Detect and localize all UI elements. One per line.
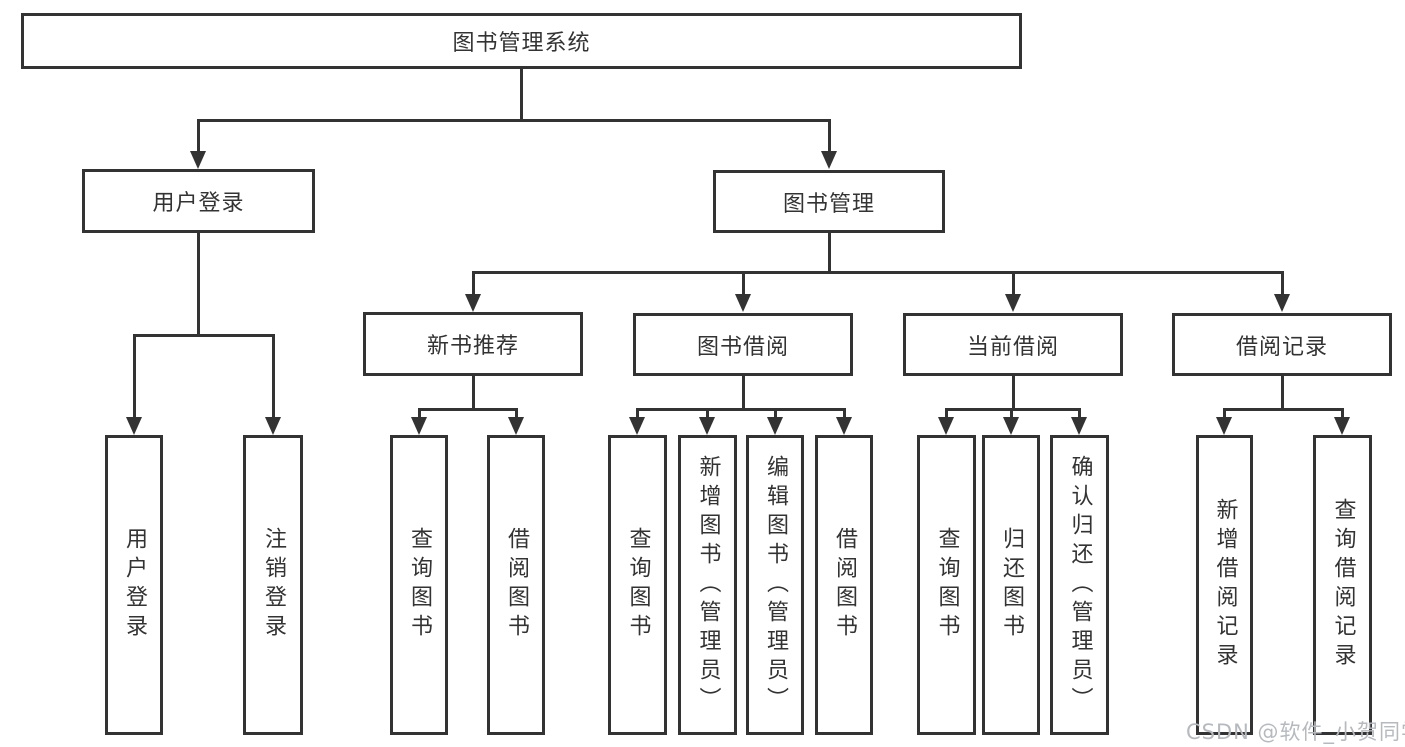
csdn-watermark: CSDN @软件_小贺同学 <box>1186 720 1405 744</box>
node-label: 查询图书 <box>934 527 960 643</box>
node-label: 图书管理 <box>782 191 875 217</box>
node-current-borrow: 当前借阅 <box>903 313 1123 376</box>
arrow-down-icon <box>465 294 481 312</box>
arrow-down-icon <box>629 417 645 435</box>
connector-book-management-drop <box>828 232 831 273</box>
arrow-down-icon <box>126 417 142 435</box>
node-borrow-records: 借阅记录 <box>1172 313 1392 376</box>
arrow-down-icon <box>1274 294 1290 312</box>
connector-records-drop <box>1281 375 1284 410</box>
connector-to-leaf <box>1010 408 1013 418</box>
arrow-down-icon <box>735 294 751 312</box>
connector-to-current <box>1012 271 1015 295</box>
leaf-edit-book-admin: 编辑图书（管理员） <box>746 435 804 735</box>
connector-root-drop <box>520 68 523 121</box>
arrow-down-icon <box>938 417 954 435</box>
connector-to-leaf <box>945 408 948 418</box>
node-label: 用户登录 <box>122 527 147 643</box>
connector-borrow-hline <box>636 408 846 411</box>
leaf-query-books-recommend: 查询图书 <box>390 435 448 735</box>
connector-level3-hline <box>472 271 1284 274</box>
connector-to-leaf <box>515 408 518 418</box>
connector-recommend-hline <box>418 408 518 411</box>
leaf-borrow-books-recommend: 借阅图书 <box>487 435 545 735</box>
connector-to-leaf <box>706 408 709 418</box>
connector-to-leaf <box>636 408 639 418</box>
node-label: 注销登录 <box>261 527 286 643</box>
leaf-query-books-current: 查询图书 <box>917 435 976 735</box>
arrow-down-icon <box>1334 417 1350 435</box>
connector-to-recommend <box>472 271 475 295</box>
node-label: 查询借阅记录 <box>1330 498 1356 672</box>
connector-borrow-drop <box>742 375 745 410</box>
leaf-confirm-return-admin: 确认归还（管理员） <box>1050 435 1109 735</box>
node-label: 新增借阅记录 <box>1212 498 1238 672</box>
node-label: 借阅图书 <box>832 527 857 643</box>
arrow-down-icon <box>190 151 206 169</box>
connector-to-user-login <box>197 119 200 152</box>
node-label: 借阅图书 <box>504 527 529 643</box>
node-root: 图书管理系统 <box>21 13 1022 69</box>
node-label: 归还图书 <box>999 527 1024 643</box>
connector-to-leaf <box>774 408 777 418</box>
node-label: 新增图书（管理员） <box>695 454 721 716</box>
connector-level2-hline <box>197 119 831 122</box>
node-label: 编辑图书（管理员） <box>763 454 788 716</box>
node-label: 当前借阅 <box>966 334 1059 360</box>
arrow-down-icon <box>836 417 852 435</box>
arrow-down-icon <box>265 417 281 435</box>
connector-to-book-management <box>828 119 831 152</box>
node-label: 图书管理系统 <box>452 31 591 56</box>
node-label: 新书推荐 <box>426 334 519 359</box>
connector-to-borrow <box>742 271 745 295</box>
arrow-down-icon <box>508 417 524 435</box>
node-user-login: 用户登录 <box>82 169 315 233</box>
connector-current-hline <box>945 408 1081 411</box>
node-label: 用户登录 <box>152 191 245 216</box>
connector-to-leaf <box>1341 408 1344 418</box>
node-new-book-recommend: 新书推荐 <box>363 312 583 376</box>
leaf-query-borrow-record: 查询借阅记录 <box>1313 435 1372 735</box>
arrow-down-icon <box>1005 294 1021 312</box>
arrow-down-icon <box>1071 417 1087 435</box>
node-label: 借阅记录 <box>1235 334 1328 360</box>
connector-user-login-drop <box>197 232 200 336</box>
leaf-borrow-books-borrow: 借阅图书 <box>815 435 873 735</box>
leaf-user-login: 用户登录 <box>105 435 163 735</box>
node-book-management: 图书管理 <box>713 170 945 233</box>
leaf-add-borrow-record: 新增借阅记录 <box>1196 435 1253 735</box>
connector-to-leaf <box>1223 408 1226 418</box>
leaf-add-book-admin: 新增图书（管理员） <box>678 435 737 735</box>
arrow-down-icon <box>767 417 783 435</box>
arrow-down-icon <box>821 151 837 169</box>
node-label: 查询图书 <box>625 527 651 643</box>
connector-recommend-drop <box>472 375 475 410</box>
arrow-down-icon <box>699 417 715 435</box>
connector-to-leaf <box>133 334 136 418</box>
connector-records-hline <box>1223 408 1344 411</box>
node-label: 图书借阅 <box>696 334 789 360</box>
node-book-borrow: 图书借阅 <box>633 313 853 376</box>
leaf-logout: 注销登录 <box>243 435 303 735</box>
connector-to-records <box>1281 271 1284 295</box>
node-label: 查询图书 <box>407 527 432 643</box>
connector-current-drop <box>1012 375 1015 410</box>
connector-to-leaf <box>272 334 275 418</box>
arrow-down-icon <box>1216 417 1232 435</box>
leaf-return-books: 归还图书 <box>982 435 1040 735</box>
arrow-down-icon <box>1003 417 1019 435</box>
connector-user-login-hline <box>133 334 275 337</box>
connector-to-leaf <box>418 408 421 418</box>
connector-to-leaf <box>843 408 846 418</box>
arrow-down-icon <box>411 417 427 435</box>
node-label: 确认归还（管理员） <box>1067 454 1093 716</box>
connector-to-leaf <box>1078 408 1081 418</box>
leaf-query-books-borrow: 查询图书 <box>608 435 667 735</box>
